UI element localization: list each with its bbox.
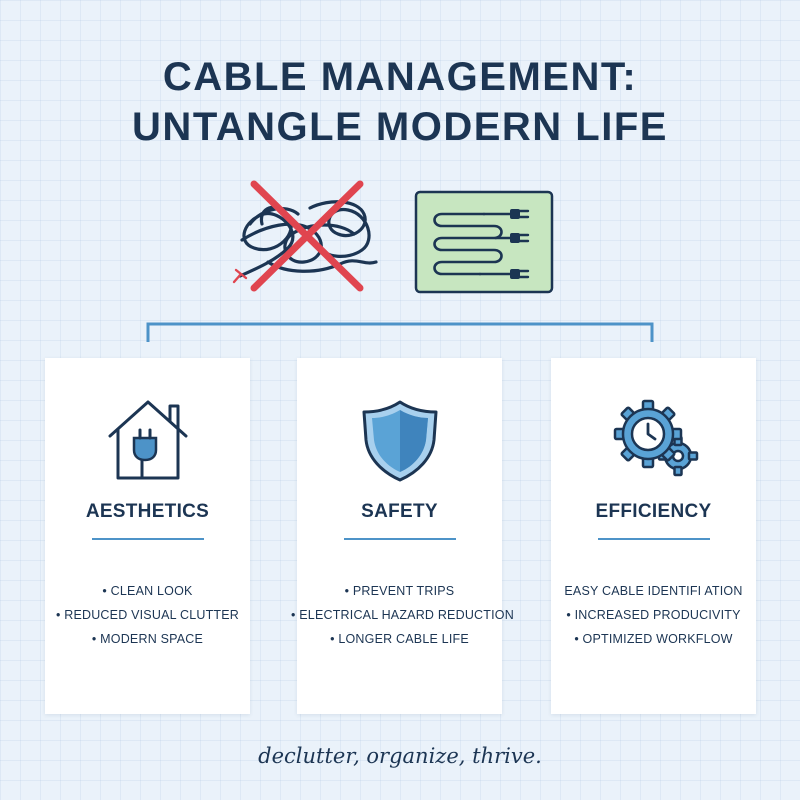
- list-item: • CLEAN LOOK: [102, 584, 193, 598]
- card-safety: SAFETY • PREVENT TRIPS • ELECTRICAL HAZA…: [291, 358, 514, 714]
- list-item: • PREVENT TRIPS: [344, 584, 455, 598]
- house-plug-icon: [108, 400, 187, 480]
- card-bullet-list: • PREVENT TRIPS • ELECTRICAL HAZARD REDU…: [291, 579, 514, 651]
- card-title: SAFETY: [361, 501, 438, 522]
- organized-cable-board-icon: [414, 190, 554, 294]
- list-item: • INCREASED PRODUCIVITY: [566, 608, 741, 622]
- card-bullet-list: • CLEAN LOOK • REDUCED VISUAL CLUTTER • …: [39, 579, 256, 651]
- shield-icon: [362, 400, 437, 482]
- tagline: declutter, organize, thrive.: [258, 744, 542, 768]
- title-line-2: UNTANGLE MODERN LIFE: [132, 105, 668, 149]
- list-item: EASY CABLE IDENTIFI ATION: [564, 584, 743, 598]
- card-divider: [343, 538, 456, 540]
- title-line-1: CABLE MANAGEMENT:: [162, 55, 638, 99]
- card-efficiency: EFFICIENCY EASY CABLE IDENTIFI ATION • I…: [551, 358, 756, 714]
- card-divider: [597, 538, 710, 540]
- card-aesthetics: AESTHETICS • CLEAN LOOK • REDUCED VISUAL…: [45, 358, 250, 714]
- card-title: AESTHETICS: [85, 501, 210, 522]
- list-item: • ELECTRICAL HAZARD REDUCTION: [291, 608, 514, 622]
- list-item: • OPTIMIZED WORKFLOW: [574, 632, 733, 646]
- list-item: • LONGER CABLE LIFE: [330, 632, 469, 646]
- list-item: • MODERN SPACE: [91, 632, 204, 646]
- connector-bracket: [146, 322, 654, 342]
- gears-clock-icon: [613, 399, 698, 477]
- list-item: • REDUCED VISUAL CLUTTER: [55, 608, 240, 622]
- card-title: EFFICIENCY: [595, 501, 712, 522]
- card-divider: [91, 538, 204, 540]
- card-bullet-list: EASY CABLE IDENTIFI ATION • INCREASED PR…: [545, 579, 762, 651]
- page-title: CABLE MANAGEMENT: UNTANGLE MODERN LIFE: [0, 52, 800, 152]
- tangled-cables-crossed-out-icon: [232, 180, 378, 292]
